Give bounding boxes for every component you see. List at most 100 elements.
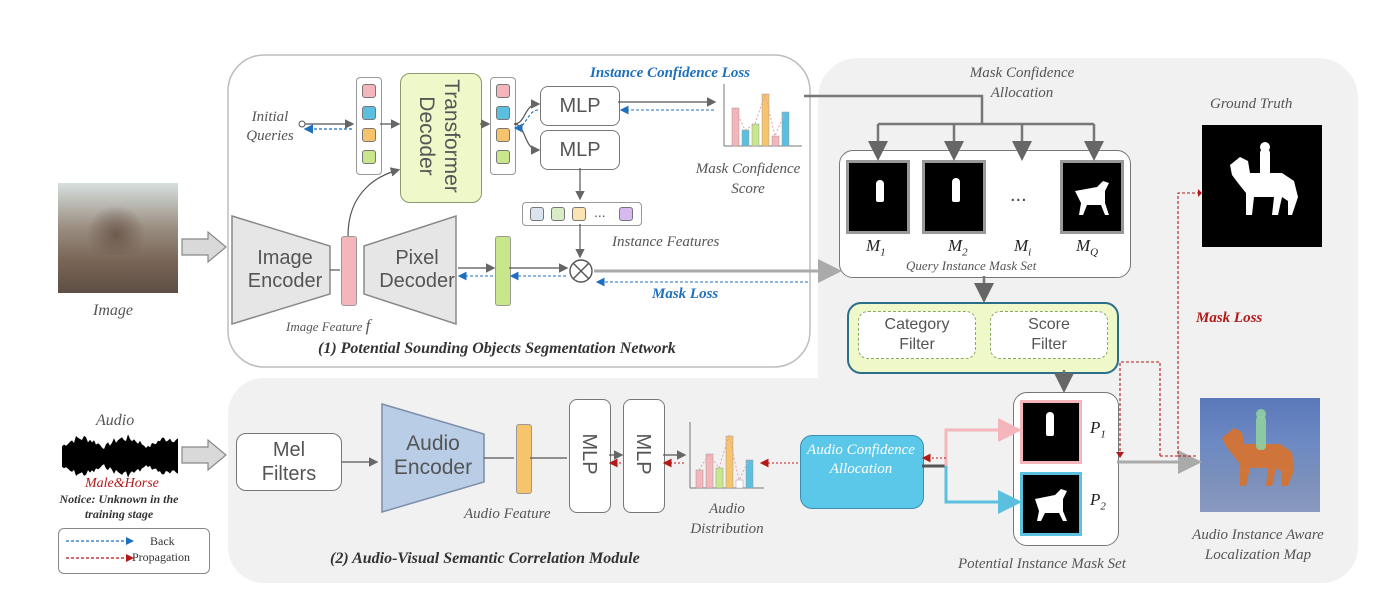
audio-feature-label: Audio Feature	[464, 506, 551, 522]
m2-sub: 2	[962, 246, 968, 259]
audio-conf-alloc	[800, 435, 924, 509]
category-filter: Category Filter	[858, 311, 976, 359]
image-feature-bar	[341, 236, 357, 306]
ad-bar-3	[715, 467, 724, 489]
audio-feature-bar	[516, 424, 532, 494]
initial-queries-label: Initial Queries	[246, 109, 294, 144]
transformer-decoder	[400, 73, 482, 203]
audio-encoder	[381, 402, 485, 514]
legend-propagation: Propagation	[132, 550, 190, 564]
out-query-pink	[496, 84, 510, 98]
instance-features-label: Instance Features	[612, 234, 720, 250]
legend-back: Back	[150, 534, 175, 548]
mask-label-mq: MQ	[1076, 236, 1098, 258]
mask-m1-shape	[876, 180, 884, 202]
mq-sub: Q	[1090, 246, 1099, 259]
mlp-bottom: MLP	[540, 130, 620, 170]
image-encoder-label: Image Encoder	[247, 247, 323, 292]
mask-conf-alloc-label: Mask Confidence Allocation	[969, 65, 1075, 101]
image-feature-symbol: f	[365, 316, 371, 335]
multiply-op	[569, 259, 593, 283]
mask-loss-red-label: Mask Loss	[1196, 310, 1263, 326]
query-blue	[362, 106, 376, 120]
mask-mq-horse	[1075, 181, 1109, 215]
legend-arrows	[66, 537, 134, 562]
out-query-green	[496, 150, 510, 164]
if-purple	[619, 207, 633, 221]
p2-sub: 2	[1100, 500, 1106, 513]
mask-p1	[1020, 400, 1082, 464]
mask-conf-chart	[723, 84, 802, 147]
potential-mask-set-caption: Potential Instance Mask Set	[958, 556, 1126, 572]
audio-conf-alloc-label: Audio Confidence Allocation	[807, 442, 915, 477]
out-query-blue	[496, 106, 510, 120]
pixel-feature-bar	[495, 236, 511, 306]
transformer-decoder-label: Transformer Decoder	[414, 79, 463, 193]
mlp1-label: MLP	[578, 433, 600, 475]
audio-encoder-label: Audio Encoder	[393, 432, 473, 480]
p1-letter: P	[1090, 418, 1101, 437]
legend-box	[58, 528, 210, 574]
mask-label-m1: M1	[866, 236, 886, 258]
mel-filters: Mel Filters	[236, 433, 342, 491]
audio-dist-chart	[689, 422, 764, 489]
m2-letter: M	[948, 236, 963, 255]
avscm-title: (2) Audio-Visual Semantic Correlation Mo…	[330, 550, 640, 567]
label-p2: P2	[1090, 490, 1106, 512]
instance-conf-loss-label: Instance Confidence Loss	[589, 65, 750, 81]
score-filter: Score Filter	[990, 311, 1108, 359]
horse-rider-shape	[86, 205, 146, 255]
mcs-bar-6	[781, 111, 790, 147]
p2-letter: P	[1090, 490, 1101, 509]
image-feature-text: Image Feature	[286, 319, 363, 334]
mi-letter: M	[1014, 236, 1029, 255]
out-query-orange	[496, 128, 510, 142]
mask-p1-shape	[1046, 412, 1054, 436]
audio-label: Audio	[96, 412, 135, 429]
pixel-decoder	[363, 214, 457, 326]
query-pink	[362, 84, 376, 98]
image-label: Image	[93, 302, 133, 319]
if-blue	[530, 207, 544, 221]
mlp2-box	[623, 399, 665, 513]
image-encoder	[231, 214, 331, 326]
mask-dots: ...	[1010, 184, 1027, 206]
ground-truth-horse	[1230, 142, 1298, 215]
mcs-bar-5	[771, 135, 780, 147]
ground-truth-label: Ground Truth	[1210, 96, 1293, 112]
audio-arrow	[181, 438, 227, 472]
mlp-top: MLP	[540, 86, 620, 126]
p1-sub: 1	[1100, 428, 1106, 441]
audio-source-label: Male&Horse	[85, 476, 159, 491]
if-orange	[572, 207, 586, 221]
query-green	[362, 150, 376, 164]
query-mask-set-caption: Query Instance Mask Set	[906, 258, 1037, 273]
m1-sub: 1	[880, 246, 886, 259]
mask-conf-score-label: Mask Confidence Score	[695, 161, 801, 197]
m1-letter: M	[866, 236, 881, 255]
psosn-title: (1) Potential Sounding Objects Segmentat…	[318, 340, 676, 357]
audio-waveform	[62, 434, 178, 478]
mask-loss-blue-label: Mask Loss	[652, 286, 719, 302]
if-green	[551, 207, 565, 221]
output-map-label: Audio Instance Aware Localization Map	[1192, 527, 1324, 563]
mcs-bar-1	[731, 107, 740, 147]
ad-bar-2	[705, 453, 714, 489]
ad-bar-1	[695, 469, 704, 489]
output-map-horse	[1222, 409, 1294, 486]
if-dots: ...	[594, 204, 606, 220]
mcs-bar-2	[741, 129, 750, 147]
mask-m2-shape	[952, 178, 960, 202]
mask-p2-horse	[1035, 489, 1067, 521]
image-feature-label: Image Feature f	[286, 316, 370, 336]
mask-label-m2: M2	[948, 236, 968, 258]
audio-dist-label: Audio Distribution	[690, 501, 764, 537]
audio-notice: Notice: Unknown in the training stage	[59, 492, 179, 521]
ad-bar-6	[745, 459, 754, 489]
ad-bar-5	[735, 479, 744, 489]
image-arrow	[181, 230, 227, 264]
mcs-bar-3	[751, 123, 760, 147]
pixel-decoder-label: Pixel Decoder	[379, 247, 455, 292]
mask-label-mi: Mi	[1014, 236, 1031, 258]
query-orange	[362, 128, 376, 142]
